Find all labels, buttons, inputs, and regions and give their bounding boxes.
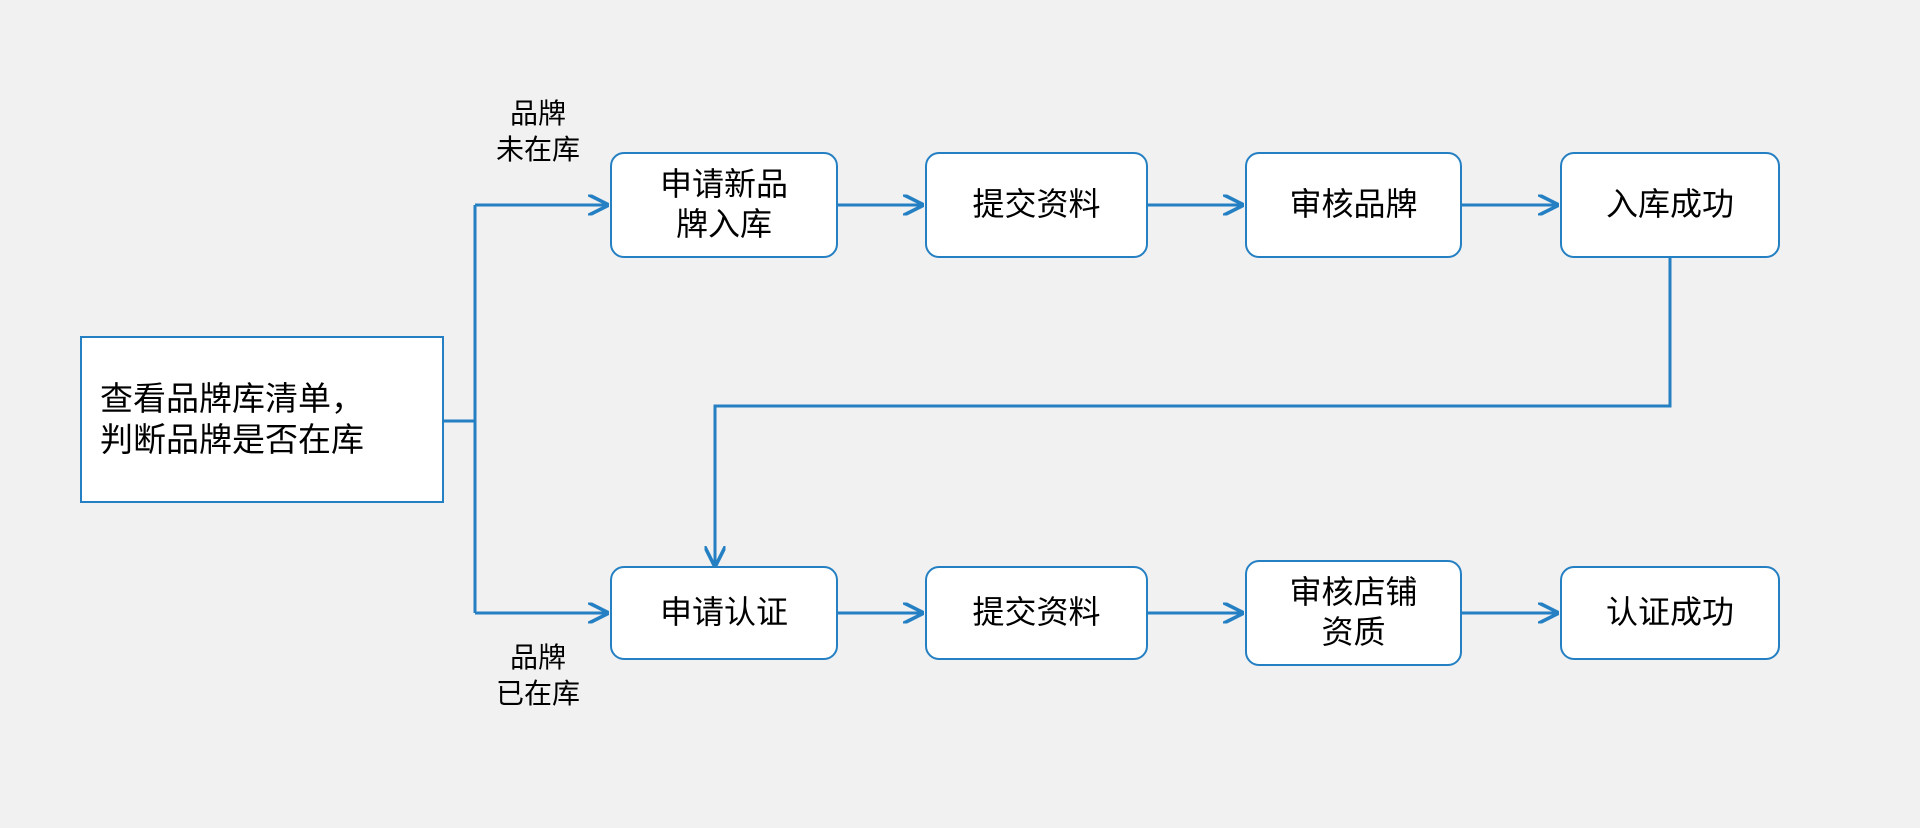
node-certification-success[interactable]: 认证成功 (1560, 566, 1780, 660)
node-review-shop-qualification[interactable]: 审核店铺 资质 (1245, 560, 1462, 666)
node-submit-materials-top[interactable]: 提交资料 (925, 152, 1148, 258)
node-apply-new-brand[interactable]: 申请新品 牌入库 (610, 152, 838, 258)
node-storage-success[interactable]: 入库成功 (1560, 152, 1780, 258)
node-submit-materials-bottom[interactable]: 提交资料 (925, 566, 1148, 660)
edge-stored-to-apply-cert (715, 258, 1672, 565)
edge-label-brand-not-in-library: 品牌 未在库 (495, 98, 580, 166)
node-apply-certification[interactable]: 申请认证 (610, 566, 838, 660)
node-review-brand[interactable]: 审核品牌 (1245, 152, 1462, 258)
node-check-brand-library[interactable]: 查看品牌库清单， 判断品牌是否在库 (80, 336, 444, 503)
edge-label-brand-in-library: 品牌 已在库 (495, 642, 580, 710)
